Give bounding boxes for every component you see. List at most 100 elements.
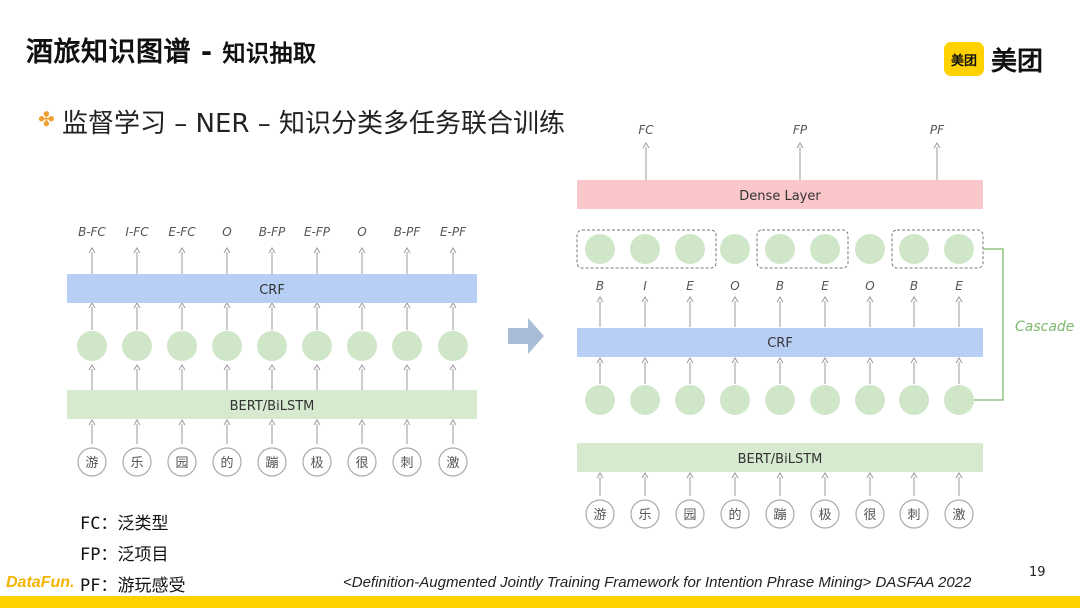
hidden-node xyxy=(675,385,705,415)
hidden-node xyxy=(302,331,332,361)
tag-label: E xyxy=(686,279,694,293)
output-label: FP xyxy=(793,123,808,137)
tag-label: B xyxy=(910,279,918,293)
char-label: 的 xyxy=(728,507,741,523)
char-label: 蹦 xyxy=(773,508,786,523)
encoder-to-node-arrow-head xyxy=(403,364,411,371)
tag-label: E-PF xyxy=(440,225,467,239)
char-circle xyxy=(765,499,795,529)
hidden-node xyxy=(765,385,795,415)
tag-label: O xyxy=(222,225,231,239)
tag-label: B-FC xyxy=(78,225,106,239)
char-to-encoder-arrow-head xyxy=(910,472,918,479)
node-to-crf-arrow-head xyxy=(596,357,604,364)
char-circle xyxy=(675,499,705,529)
sparkle-icon: ✤ xyxy=(38,107,55,131)
crf-to-tag-arrow-head xyxy=(133,247,141,254)
title-main: 酒旅知识图谱 - xyxy=(26,37,223,68)
tag-embedding-node xyxy=(944,234,974,264)
footer-bar xyxy=(0,596,1080,608)
tag-label: O xyxy=(865,279,874,293)
encoder-to-node-arrow-head xyxy=(449,364,457,371)
tag-embedding-node xyxy=(855,234,885,264)
char-to-encoder-arrow-head xyxy=(449,419,457,426)
dense-to-output-arrow-head xyxy=(933,142,941,149)
char-to-encoder-arrow-head xyxy=(88,419,96,426)
encoder-to-node-arrow-head xyxy=(358,364,366,371)
tag-label: E-FC xyxy=(168,225,196,239)
char-circle xyxy=(720,499,750,529)
crf-to-tag-arrow-head xyxy=(178,247,186,254)
tag-embedding-node xyxy=(899,234,929,264)
char-to-encoder-arrow-head xyxy=(731,472,739,479)
node-to-crf-arrow-head xyxy=(641,357,649,364)
legend-fp: FP：泛项目 xyxy=(80,545,169,565)
tag-label: E xyxy=(955,279,963,293)
hidden-node xyxy=(167,331,197,361)
hidden-node xyxy=(212,331,242,361)
output-label: PF xyxy=(930,123,945,137)
char-to-encoder-arrow-head xyxy=(268,419,276,426)
char-circle xyxy=(630,499,660,529)
char-label: 刺 xyxy=(400,456,413,471)
char-label: 蹦 xyxy=(265,456,278,471)
crf-to-tag-arrow-head xyxy=(223,247,231,254)
bullet-text: 监督学习 – NER – 知识分类多任务联合训练 xyxy=(62,109,566,139)
dense-label: Dense Layer xyxy=(739,189,821,204)
char-circle xyxy=(257,447,287,477)
left-ner-diagram: CRFBERT/BiLSTMB-FC游I-FC乐E-FC园O的B-FP蹦E-FP… xyxy=(67,225,477,477)
citation: <Definition-Augmented Jointly Training F… xyxy=(343,574,972,591)
char-to-encoder-arrow-head xyxy=(358,419,366,426)
title-subtitle: 知识抽取 xyxy=(222,41,317,67)
char-to-encoder-arrow-head xyxy=(223,419,231,426)
logo-text: 美团 xyxy=(991,46,1044,77)
char-label: 激 xyxy=(446,456,459,471)
char-circle xyxy=(302,447,332,477)
hidden-node xyxy=(810,385,840,415)
tag-label: E-FP xyxy=(304,225,331,239)
hidden-node xyxy=(77,331,107,361)
hidden-node xyxy=(347,331,377,361)
encoder-to-node-arrow-head xyxy=(313,364,321,371)
char-circle xyxy=(585,499,615,529)
crf-to-tag-arrow-head xyxy=(641,296,649,303)
tag-label: E xyxy=(821,279,829,293)
char-to-encoder-arrow-head xyxy=(178,419,186,426)
logo-badge: 美团 xyxy=(944,42,984,76)
crf-to-tag-arrow-head xyxy=(821,296,829,303)
page-title: 酒旅知识图谱 - 知识抽取 xyxy=(26,30,317,69)
hidden-node xyxy=(720,385,750,415)
crf-to-tag-arrow-head xyxy=(358,247,366,254)
tag-label: B xyxy=(596,279,604,293)
crf-layer xyxy=(577,328,983,357)
char-circle xyxy=(122,447,152,477)
hidden-node xyxy=(855,385,885,415)
tag-label: B xyxy=(776,279,784,293)
crf-to-tag-arrow-head xyxy=(268,247,276,254)
char-circle xyxy=(899,499,929,529)
transition-arrow-icon xyxy=(508,318,544,354)
transition-arrow-shape xyxy=(508,318,544,354)
cascade-label: Cascade xyxy=(1015,319,1074,335)
node-to-crf-arrow-head xyxy=(866,357,874,364)
char-to-encoder-arrow-head xyxy=(821,472,829,479)
crf-label: CRF xyxy=(767,336,793,351)
char-label: 激 xyxy=(952,508,965,523)
tag-embedding-node xyxy=(630,234,660,264)
tag-embedding-node xyxy=(675,234,705,264)
char-to-encoder-arrow-head xyxy=(403,419,411,426)
dense-to-output-arrow-head xyxy=(796,142,804,149)
output-label: FC xyxy=(638,123,654,137)
char-label: 很 xyxy=(863,508,876,523)
encoder-layer xyxy=(67,390,477,419)
char-circle xyxy=(77,447,107,477)
crf-to-tag-arrow-head xyxy=(449,247,457,254)
crf-to-tag-arrow-head xyxy=(955,296,963,303)
tag-embedding-node xyxy=(720,234,750,264)
crf-to-tag-arrow-head xyxy=(596,296,604,303)
crf-to-tag-arrow-head xyxy=(866,296,874,303)
char-label: 乐 xyxy=(130,456,143,471)
encoder-to-node-arrow-head xyxy=(133,364,141,371)
